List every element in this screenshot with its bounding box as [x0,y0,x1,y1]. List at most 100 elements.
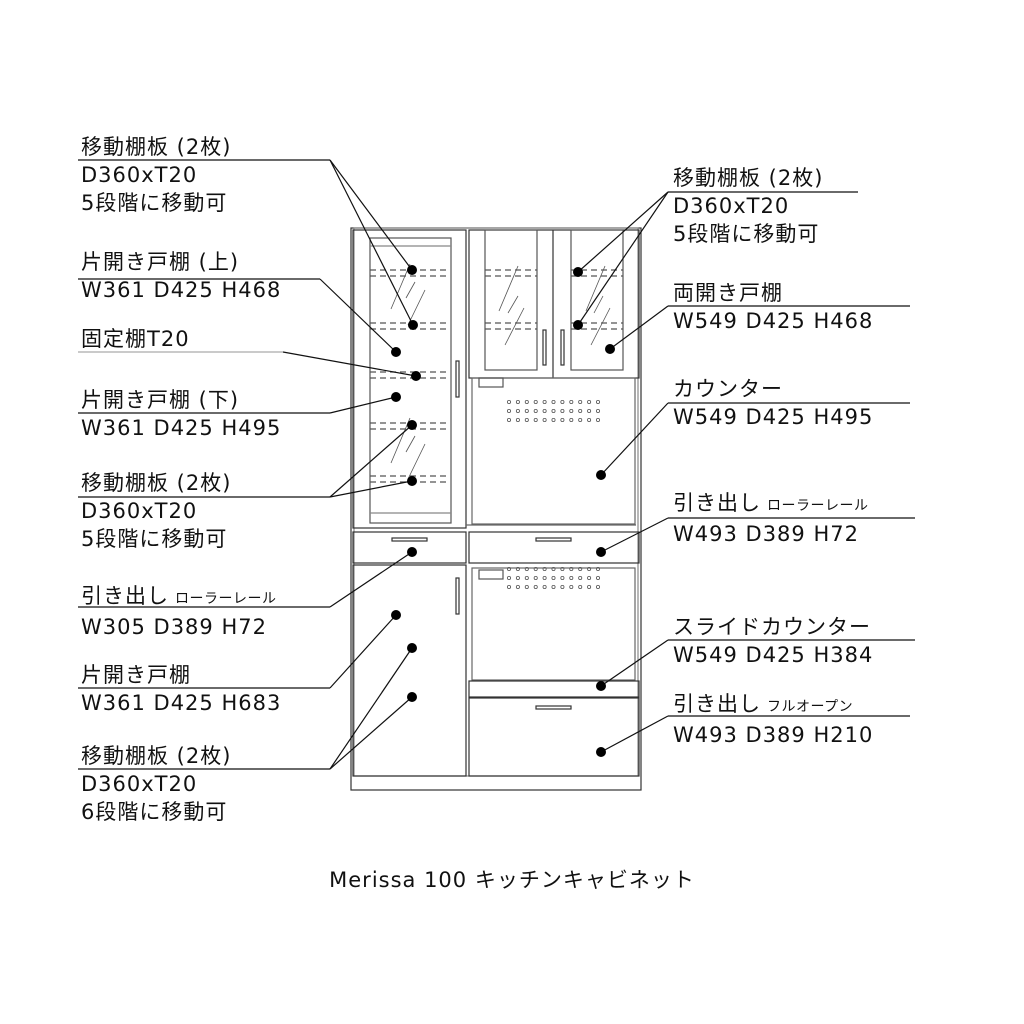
callout-title: 片開き戸棚 [81,661,281,689]
callout-spec: 6段階に移動可 [81,800,228,824]
callout-spec: W361 D425 H468 [81,278,282,302]
callout-pin [407,643,417,653]
callout-title-text: 移動棚板 (2枚) [673,166,824,190]
callout-title: 片開き戸棚 (上) [81,248,281,276]
vent-hole [578,399,583,404]
vent-hole [551,399,556,404]
callout-spec: W493 D389 H72 [673,522,859,546]
callout-pin [605,344,615,354]
vent-hole [551,576,556,581]
vent-hole [506,567,511,572]
callout-title-text: カウンター [673,377,783,401]
vent-hole [560,417,565,422]
vent-hole [524,408,529,413]
right-drawer [468,531,640,564]
leader-line [329,396,397,414]
callout-pin [407,547,417,557]
leader-line [329,424,413,498]
vent-hole [506,576,511,581]
vent-hole [524,399,529,404]
callout-pin [573,267,583,277]
vent-hole [587,417,592,422]
vent-hole [587,408,592,413]
callout-pin [407,420,417,430]
callout-label: 片開き戸棚 W361 D425 H683 [81,661,281,717]
callout-spec: W361 D425 H495 [81,416,282,440]
callout-pin [408,320,418,330]
vent-hole [578,408,583,413]
callout-title: 移動棚板 (2枚) [673,164,823,192]
leader-line [329,696,413,770]
vent-hole [560,567,565,572]
callout-title-text: 片開き戸棚 [81,663,191,687]
callout-note: フルオープン [767,699,854,715]
vent-hole [515,585,520,590]
callout-pin [573,320,583,330]
vent-hole [542,399,547,404]
leader-line [282,351,417,377]
callout-title-text: スライドカウンター [673,615,871,639]
vent-hole [515,576,520,581]
leader-line [577,191,669,273]
vent-hole [569,399,574,404]
vent-hole [569,585,574,590]
vent-hole [560,408,565,413]
callout-spec: D360xT20 [81,499,198,523]
upper-right-doors [468,229,640,379]
vent-hole [551,585,556,590]
leader-line [600,715,669,753]
leader-line [609,305,669,350]
vent-hole [596,399,601,404]
leader-line [329,647,413,770]
vent-hole [596,567,601,572]
callout-note: ローラーレール [175,591,277,607]
callout-note: ローラーレール [767,498,869,514]
vent-hole [506,417,511,422]
callout-label: 片開き戸棚 (上)W361 D425 H468 [81,248,281,304]
callout-spec: W549 D425 H495 [673,405,874,429]
vent-hole [578,585,583,590]
vent-hole [596,576,601,581]
callout-title: 固定棚T20 [81,325,190,353]
callout-title: 両開き戸棚 [673,279,873,307]
vent-hole [587,585,592,590]
callout-pin [391,392,401,402]
leader-line [329,159,414,326]
callout-spec: D360xT20 [81,163,198,187]
callout-label: 移動棚板 (2枚) D360xT20 6段階に移動可 [81,742,231,826]
vent-hole [506,399,511,404]
callout-title-text: 引き出し [673,692,761,716]
counter-area [471,377,636,525]
callout-spec: W361 D425 H683 [81,691,282,715]
leader-line [600,517,669,553]
upper-left-handle [455,360,460,398]
vent-hole [551,408,556,413]
slide-counter [468,680,640,698]
callout-spec: W305 D389 H72 [81,615,267,639]
callout-spec: D360xT20 [673,194,790,218]
callout-pin [391,610,401,620]
callout-pin [596,681,606,691]
caption: Merissa 100 キッチンキャビネット [329,868,695,892]
vent-hole [542,417,547,422]
callout-spec: D360xT20 [81,772,198,796]
callout-title: 引き出しフルオープン [673,690,873,721]
callout-title-text: 移動棚板 (2枚) [81,744,232,768]
callout-title-text: 移動棚板 (2枚) [81,135,232,159]
cabinet-outline [350,227,642,791]
callout-pin [596,470,606,480]
vent-hole [551,567,556,572]
leader-line [329,480,413,498]
vent-hole [515,567,520,572]
vent-hole [596,417,601,422]
callout-title-text: 引き出し [673,491,761,515]
callout-pin [407,265,417,275]
vent-hole [542,576,547,581]
callout-title: スライドカウンター [673,613,873,641]
vent-hole [533,576,538,581]
vent-hole [524,417,529,422]
